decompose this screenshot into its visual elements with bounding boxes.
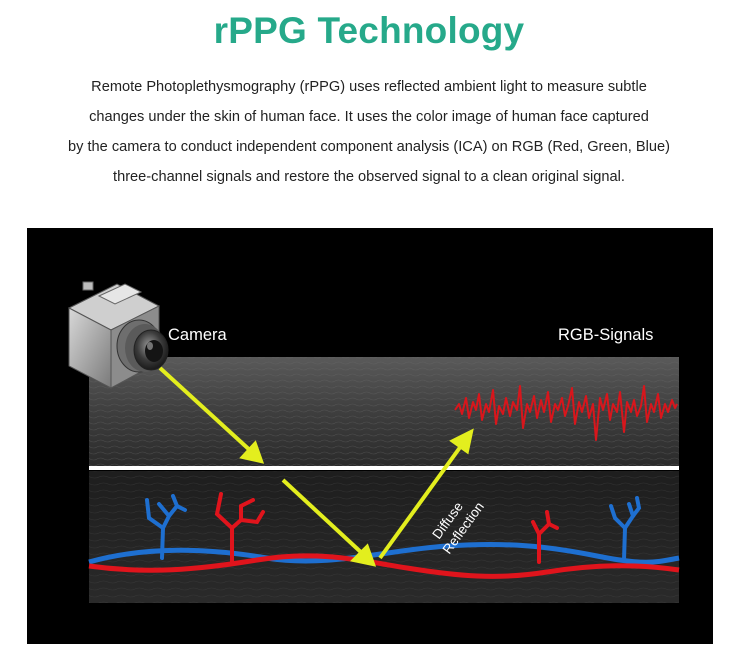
camera-label: Camera: [168, 326, 228, 344]
rppg-diagram-svg: Camera RGB-Signals Diffuse Reflection: [67, 281, 680, 603]
reflected-ray-arrow: [449, 428, 474, 455]
rgb-signal-waveform: [454, 385, 678, 441]
capillaries-blue: [145, 494, 642, 562]
reflection-label: Diffuse Reflection: [429, 499, 487, 556]
vein: [88, 541, 680, 565]
rppg-diagram: Camera RGB-Signals Diffuse Reflection: [27, 228, 713, 644]
epidermis-texture: [89, 357, 679, 467]
incident-ray-arrow-1: [239, 440, 265, 464]
incident-ray-2: [281, 478, 366, 557]
reflected-ray: [378, 444, 463, 560]
light-rays: [158, 366, 474, 567]
description-paragraph: Remote Photoplethysmography (rPPG) uses …: [40, 72, 698, 192]
signals-label: RGB-Signals: [558, 326, 653, 344]
description-line: by the camera to conduct independent com…: [68, 139, 670, 155]
description-line: Remote Photoplethysmography (rPPG) uses …: [91, 79, 647, 95]
artery: [88, 553, 680, 579]
capillaries-red: [214, 492, 559, 564]
camera-icon: [67, 281, 169, 389]
dermis-texture: [89, 471, 679, 603]
page-title: rPPG Technology: [213, 10, 525, 51]
description-line: changes under the skin of human face. It…: [89, 109, 649, 125]
incident-ray-arrow-2: [349, 543, 377, 567]
skin-surface-line: [89, 466, 679, 470]
description-line: three-channel signals and restore the ob…: [113, 169, 625, 185]
incident-ray-1: [158, 366, 255, 455]
